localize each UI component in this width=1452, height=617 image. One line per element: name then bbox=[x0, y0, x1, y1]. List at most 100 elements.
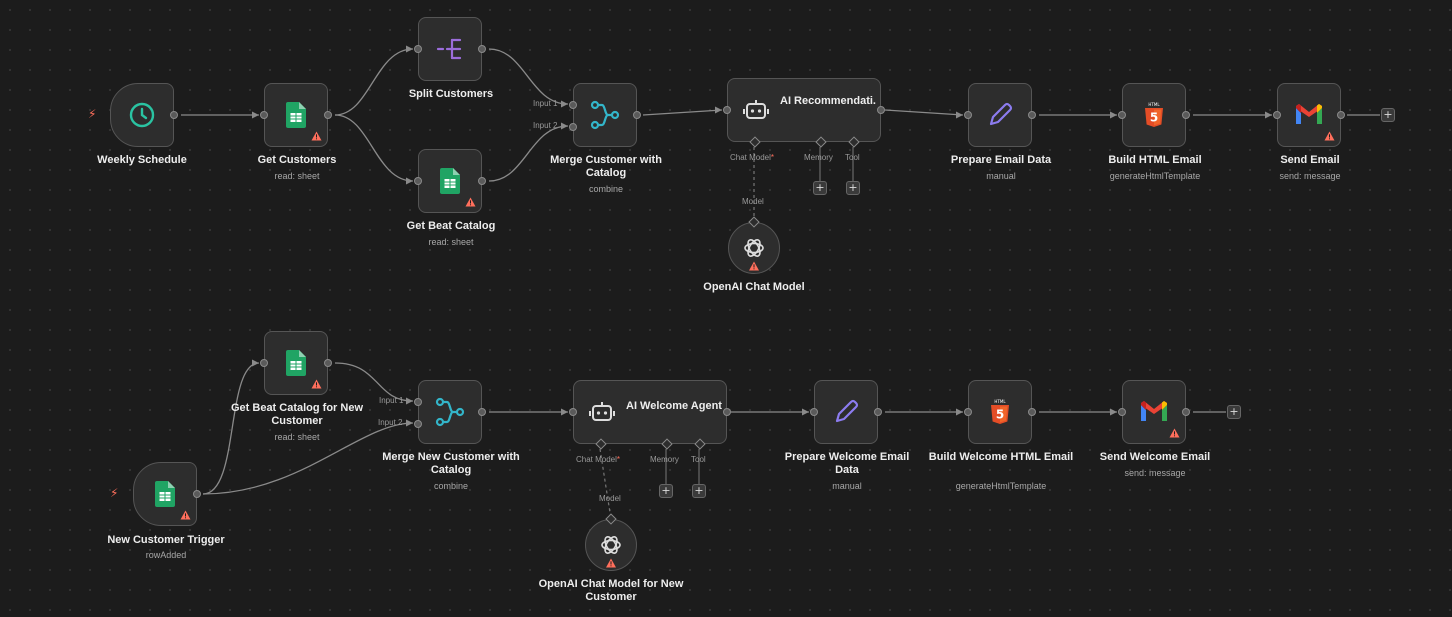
node-subtitle: manual bbox=[832, 481, 862, 491]
input-handle[interactable] bbox=[260, 111, 268, 119]
node-openai-chat-model-new-customer[interactable] bbox=[585, 513, 637, 571]
chat-model-label: Chat Model* bbox=[576, 455, 621, 464]
input-1-handle[interactable] bbox=[414, 398, 422, 406]
input-handle[interactable] bbox=[1118, 408, 1126, 416]
node-subtitle: combine bbox=[433, 481, 469, 491]
node-subtitle: manual bbox=[986, 171, 1016, 181]
node-send-welcome-email[interactable] bbox=[1118, 380, 1190, 444]
edge-ai-prepare bbox=[884, 109, 964, 116]
memory-label: Memory bbox=[650, 455, 679, 464]
google-sheets-icon bbox=[440, 168, 460, 194]
node-merge-customer-catalog[interactable] bbox=[569, 83, 641, 147]
input-handle[interactable] bbox=[964, 408, 972, 416]
node-split-customers[interactable] bbox=[414, 17, 486, 81]
pencil-icon bbox=[987, 102, 1013, 128]
add-node-button[interactable]: + bbox=[1227, 405, 1241, 419]
svg-text:HTML: HTML bbox=[1148, 102, 1160, 107]
chat-model-connector[interactable] bbox=[595, 438, 607, 450]
tool-connector[interactable] bbox=[694, 438, 706, 450]
trigger-bolt-icon: ⚡ bbox=[88, 107, 97, 121]
edge-trigger-getcatalognew bbox=[202, 362, 260, 495]
node-label: Split Customers bbox=[408, 88, 494, 100]
node-ai-welcome-agent[interactable]: AI Welcome Agent bbox=[569, 380, 731, 450]
output-handle[interactable] bbox=[877, 106, 885, 114]
node-subtitle: read: sheet bbox=[274, 432, 320, 442]
input-1-label: Input 1 bbox=[533, 99, 558, 108]
node-label: Weekly Schedule bbox=[97, 154, 187, 166]
tool-connector[interactable] bbox=[848, 136, 860, 148]
output-handle[interactable] bbox=[478, 45, 486, 53]
node-subtitle: read: sheet bbox=[428, 237, 474, 247]
output-handle[interactable] bbox=[478, 177, 486, 185]
output-handle[interactable] bbox=[1182, 408, 1190, 416]
node-ai-recommendation-agent[interactable]: AI Recommendati... bbox=[723, 78, 885, 148]
warning-icon bbox=[180, 510, 191, 520]
output-handle[interactable] bbox=[1182, 111, 1190, 119]
merge-icon bbox=[590, 100, 620, 130]
node-get-customers[interactable] bbox=[260, 83, 332, 147]
robot-icon bbox=[589, 400, 615, 424]
node-new-customer-trigger[interactable] bbox=[133, 462, 201, 526]
add-tool-button[interactable]: + bbox=[846, 181, 860, 195]
input-handle[interactable] bbox=[1118, 111, 1126, 119]
input-handle[interactable] bbox=[723, 106, 731, 114]
node-openai-chat-model[interactable] bbox=[728, 216, 780, 274]
chat-model-connector[interactable] bbox=[749, 136, 761, 148]
output-handle[interactable] bbox=[633, 111, 641, 119]
warning-icon bbox=[465, 197, 476, 207]
model-label: Model bbox=[599, 494, 621, 503]
output-handle[interactable] bbox=[723, 408, 731, 416]
clock-icon bbox=[128, 101, 156, 129]
warning-icon bbox=[1324, 131, 1335, 141]
output-handle[interactable] bbox=[1028, 111, 1036, 119]
node-title: AI Recommendati... bbox=[780, 95, 876, 107]
node-send-email[interactable] bbox=[1273, 83, 1345, 147]
input-handle[interactable] bbox=[810, 408, 818, 416]
model-output-connector[interactable] bbox=[605, 513, 617, 525]
node-label: Get Customers bbox=[257, 154, 337, 166]
robot-icon bbox=[743, 98, 769, 122]
node-prepare-welcome-email-data[interactable] bbox=[810, 380, 882, 444]
node-merge-new-customer-catalog[interactable] bbox=[414, 380, 486, 444]
output-handle[interactable] bbox=[170, 111, 178, 119]
add-node-button[interactable]: + bbox=[1381, 108, 1395, 122]
node-subtitle: send: message bbox=[1124, 468, 1186, 478]
input-handle[interactable] bbox=[414, 45, 422, 53]
output-handle[interactable] bbox=[324, 111, 332, 119]
node-get-beat-catalog[interactable] bbox=[414, 149, 486, 213]
warning-icon bbox=[606, 558, 617, 568]
output-handle[interactable] bbox=[1028, 408, 1036, 416]
node-get-beat-catalog-new-customer[interactable] bbox=[260, 331, 332, 395]
add-memory-button[interactable]: + bbox=[813, 181, 827, 195]
node-prepare-email-data[interactable] bbox=[964, 83, 1036, 147]
add-tool-button[interactable]: + bbox=[692, 484, 706, 498]
split-out-icon bbox=[436, 37, 464, 61]
trigger-bolt-icon: ⚡ bbox=[110, 486, 119, 500]
memory-connector[interactable] bbox=[815, 136, 827, 148]
model-output-connector[interactable] bbox=[748, 216, 760, 228]
edge-getcustomers-split bbox=[334, 48, 414, 116]
node-weekly-schedule[interactable] bbox=[110, 83, 178, 147]
input-handle[interactable] bbox=[569, 408, 577, 416]
output-handle[interactable] bbox=[874, 408, 882, 416]
input-handle[interactable] bbox=[260, 359, 268, 367]
openai-icon bbox=[600, 534, 622, 556]
input-handle[interactable] bbox=[414, 177, 422, 185]
input-handle[interactable] bbox=[1273, 111, 1281, 119]
memory-connector[interactable] bbox=[661, 438, 673, 450]
output-handle[interactable] bbox=[193, 490, 201, 498]
node-label: Get Beat Catalog bbox=[406, 220, 496, 232]
gmail-icon bbox=[1295, 104, 1323, 126]
input-1-handle[interactable] bbox=[569, 101, 577, 109]
output-handle[interactable] bbox=[324, 359, 332, 367]
input-2-handle[interactable] bbox=[414, 420, 422, 428]
add-memory-button[interactable]: + bbox=[659, 484, 673, 498]
input-2-handle[interactable] bbox=[569, 123, 577, 131]
warning-icon bbox=[749, 261, 760, 271]
output-handle[interactable] bbox=[478, 408, 486, 416]
input-handle[interactable] bbox=[964, 111, 972, 119]
output-handle[interactable] bbox=[1337, 111, 1345, 119]
